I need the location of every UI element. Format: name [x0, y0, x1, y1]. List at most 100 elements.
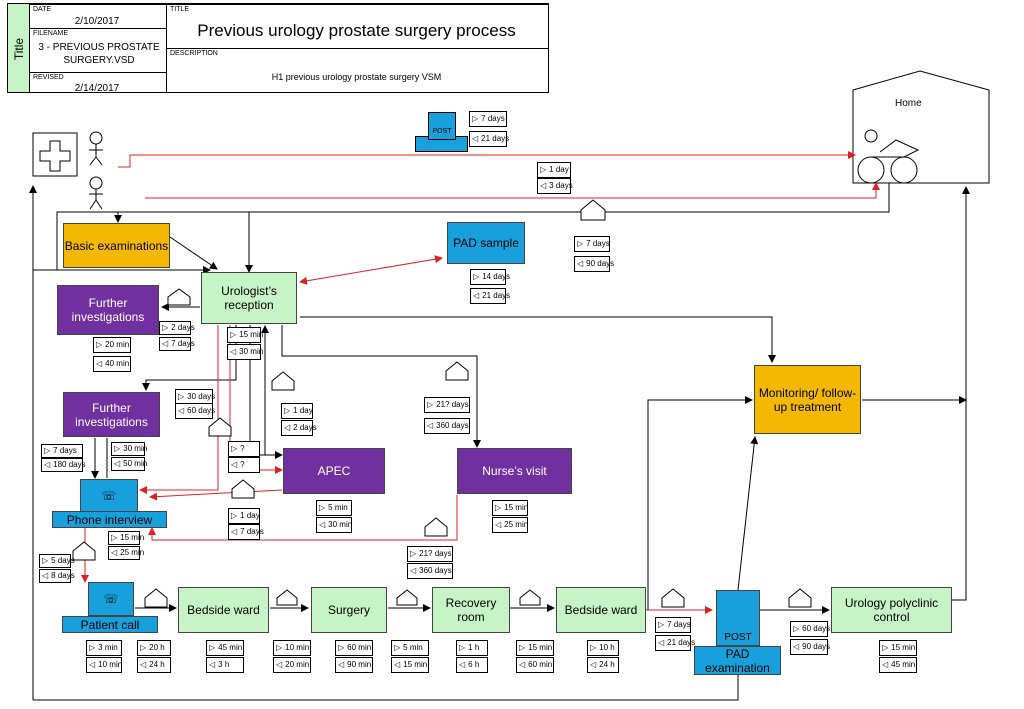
kpi-value: 21 days: [667, 638, 696, 647]
min-arrow-icon: ▷: [230, 330, 237, 339]
kpi-value: 60 days: [187, 406, 216, 415]
kpi-value: 21 days: [481, 134, 510, 143]
kpi-value: 360 days: [419, 566, 452, 575]
min-arrow-icon: ▷: [577, 239, 584, 248]
kpi-q-a: ▷?: [228, 441, 260, 457]
kpi-f2inv-b: ◁60 days: [175, 403, 216, 419]
inventory-icons: [72, 199, 812, 608]
kpi-value: 20 min: [285, 660, 310, 669]
kpi-value: 3 min: [98, 643, 118, 652]
kpi-s2-b: ◁15 min: [391, 657, 429, 673]
kpi-ph-b: ◁25 min: [108, 546, 144, 560]
kpi-inv-top-a: ▷7 days: [574, 236, 610, 252]
kpi-value: 7 days: [53, 446, 77, 455]
kpi-rec-a: ▷1 h: [456, 640, 488, 656]
nurses-visit-box: Nurse’s visit: [457, 448, 572, 494]
kpi-f1-c: ▷20 min: [93, 337, 131, 353]
kpi-value: 3 days: [549, 181, 573, 190]
min-arrow-icon: ▷: [338, 643, 345, 652]
kpi-nph-inv-b: ◁360 days: [407, 563, 453, 579]
description-cell: DESCRIPTION H1 previous urology prostate…: [166, 48, 549, 93]
max-arrow-icon: ◁: [114, 459, 121, 468]
kpi-value: 24 h: [599, 660, 615, 669]
kpi-value: 21 days: [482, 291, 511, 300]
min-arrow-icon: ▷: [42, 556, 49, 565]
min-arrow-icon: ▷: [178, 392, 185, 401]
max-arrow-icon: ◁: [276, 660, 283, 669]
kpi-apec-b: ◁30 min: [316, 517, 352, 533]
kpi-value: 45 min: [218, 643, 243, 652]
kpi-s1-a: ▷10 min: [273, 640, 311, 656]
kpi-value: 7 days: [586, 239, 610, 248]
max-arrow-icon: ◁: [231, 460, 238, 469]
kpi-inv-top-b: ◁90 days: [574, 256, 614, 272]
min-arrow-icon: ▷: [495, 503, 502, 512]
apec-box: APEC: [283, 448, 385, 494]
kpi-value: 15 min: [120, 533, 145, 542]
kpi-value: 15 min: [891, 643, 916, 652]
kpi-pc-inv-a: ▷5 days: [39, 554, 75, 568]
min-arrow-icon: ▷: [162, 323, 169, 332]
kpi-value: 15 min: [528, 643, 553, 652]
max-arrow-icon: ◁: [231, 527, 238, 536]
date-label: DATE: [33, 6, 52, 13]
min-arrow-icon: ▷: [111, 533, 118, 542]
kpi-nph-inv-a: ▷21? days: [407, 546, 453, 562]
kpi-value: 21? days: [419, 549, 452, 558]
kpi-surg-a: ▷60 min: [335, 640, 373, 656]
patient-call-icon: ☏: [88, 582, 134, 616]
max-arrow-icon: ◁: [230, 347, 237, 356]
basic-examinations-box: Basic examinations: [63, 223, 170, 268]
kpi-apec-a: ▷5 min: [316, 500, 352, 516]
kpi-apec-inv-a: ▷1 day: [281, 403, 313, 419]
kpi-value: 1 day: [240, 511, 260, 520]
kpi-value: 14 days: [482, 272, 511, 281]
min-arrow-icon: ▷: [231, 444, 238, 453]
kpi-value: 15 min: [403, 660, 428, 669]
post-icon: POST: [428, 112, 456, 140]
kpi-pol-b: ◁45 min: [879, 657, 917, 673]
kpi-pc-inv-b: ◁8 days: [39, 569, 75, 583]
kpi-ph-inv-b: ◁7 days: [228, 524, 264, 540]
kpi-f1-d: ◁40 min: [93, 356, 131, 372]
kpi-pol-inv-a: ▷60 days: [790, 621, 830, 637]
recovery-room-box: Recovery room: [432, 587, 510, 633]
kpi-value: 5 min: [328, 503, 348, 512]
min-arrow-icon: ▷: [209, 643, 216, 652]
kpi-pad-a: ▷14 days: [470, 269, 510, 285]
max-arrow-icon: ◁: [577, 259, 584, 268]
kpi-value: 25 min: [120, 548, 145, 557]
kpi-value: 7 days: [171, 339, 195, 348]
kpi-value: 360 days: [436, 421, 469, 430]
kpi-value: 5 days: [51, 556, 75, 565]
kpi-value: 20 h: [149, 643, 165, 652]
kpi-value: 90 days: [586, 259, 615, 268]
kpi-post-b: ◁21 days: [469, 131, 510, 147]
kpi-f1-b: ◁7 days: [159, 337, 195, 351]
kpi-value: 2 days: [171, 323, 195, 332]
home-label: Home: [895, 98, 922, 109]
kpi-value: 20 min: [105, 340, 130, 349]
kpi-post-a: ▷7 days: [469, 111, 507, 127]
max-arrow-icon: ◁: [540, 181, 547, 190]
min-arrow-icon: ▷: [427, 400, 434, 409]
max-arrow-icon: ◁: [459, 660, 466, 669]
max-arrow-icon: ◁: [473, 291, 480, 300]
min-arrow-icon: ▷: [276, 643, 283, 652]
bedside-ward-box-1: Bedside ward: [178, 587, 269, 633]
min-arrow-icon: ▷: [540, 165, 547, 174]
patient-icon: [89, 176, 103, 210]
revised-value: 2/14/2017: [74, 83, 120, 94]
min-arrow-icon: ▷: [319, 503, 326, 512]
min-arrow-icon: ▷: [394, 643, 401, 652]
kpi-pad-inv-b: ◁21 days: [655, 635, 695, 651]
kpi-value: 1 h: [468, 643, 480, 652]
min-arrow-icon: ▷: [231, 511, 238, 520]
further-investigations-box-1: Further investigations: [57, 285, 159, 335]
kpi-value: 60 min: [347, 643, 372, 652]
hospital-icon: [32, 132, 78, 177]
monitoring-box: Monitoring/ follow-up treatment: [754, 365, 861, 434]
phone-icon: ☏: [80, 479, 138, 512]
doctor-icon: [89, 131, 103, 166]
